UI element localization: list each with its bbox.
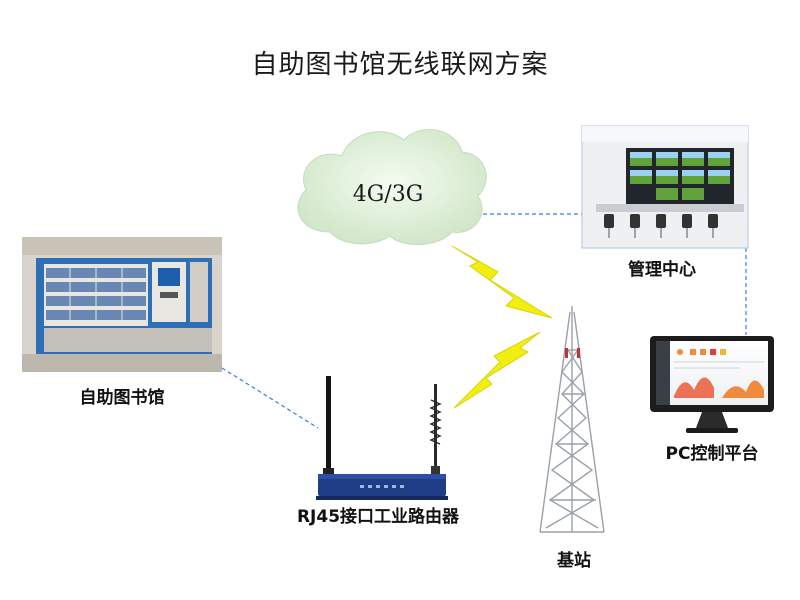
library-kiosk-image [22, 237, 222, 372]
diagram-title: 自助图书馆无线联网方案 [251, 50, 549, 80]
cloud-network [297, 129, 487, 246]
router-image [316, 376, 448, 500]
pc-monitor-image [650, 336, 774, 433]
pc-platform-label: PC控制平台 [666, 443, 759, 464]
library-label: 自助图书馆 [80, 387, 165, 408]
cloud-label: 4G/3G [353, 182, 424, 207]
tower-label: 基站 [556, 550, 591, 571]
lightning-bolts [451, 245, 553, 409]
lightning-lower-icon [453, 331, 541, 409]
router-label: RJ45接口工业路由器 [297, 506, 460, 527]
management-label: 管理中心 [628, 259, 696, 280]
management-center-image [581, 125, 749, 249]
lightning-upper-icon [451, 245, 553, 319]
link-library-router [221, 367, 319, 429]
tower-antennas [565, 348, 580, 358]
tower-image [539, 306, 605, 533]
connection-lines [221, 213, 747, 429]
